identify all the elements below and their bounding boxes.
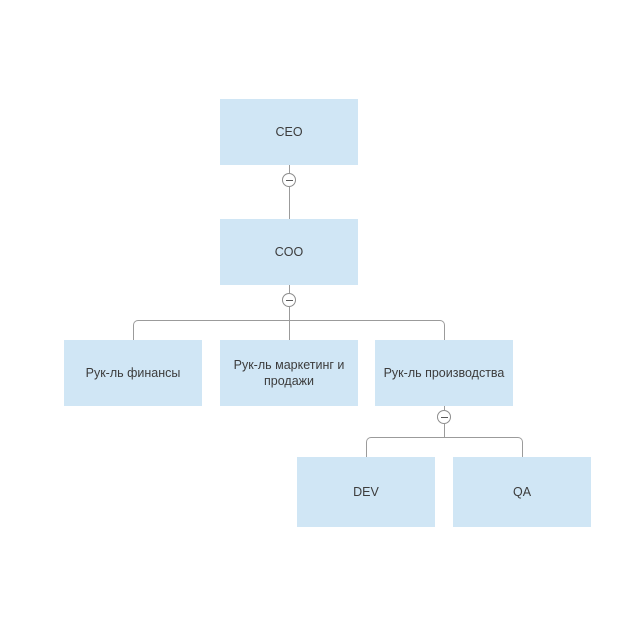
connector-branch-left-dev <box>366 437 445 457</box>
node-coo[interactable]: COO <box>220 219 358 285</box>
node-production-label: Рук-ль производства <box>383 366 505 380</box>
connector-coo-stem-upper <box>289 285 290 293</box>
minus-icon <box>440 416 448 418</box>
node-finance[interactable]: Рук-ль финансы <box>64 340 202 406</box>
connector-production-stem-upper <box>444 406 445 410</box>
connector-branch-right-qa <box>444 437 523 457</box>
node-coo-label: COO <box>274 245 304 259</box>
node-marketing-label: Рук-ль маркетинг и продажи <box>233 358 345 388</box>
node-production[interactable]: Рук-ль производства <box>375 340 513 406</box>
node-qa[interactable]: QA <box>453 457 591 527</box>
connector-branch-left-finance <box>133 320 290 341</box>
connector-branch-right-production <box>289 320 445 341</box>
collapse-icon-ceo[interactable] <box>282 173 296 187</box>
connector-ceo-to-coo-upper <box>289 165 290 173</box>
node-ceo-label: CEO <box>275 125 303 139</box>
node-finance-label: Рук-ль финансы <box>85 366 181 380</box>
connector-coo-stem-lower <box>289 307 290 320</box>
connector-branch-center-marketing <box>289 320 290 341</box>
connector-production-stem-lower <box>444 424 445 437</box>
minus-icon <box>285 299 293 301</box>
node-dev-label: DEV <box>353 485 379 499</box>
collapse-icon-coo[interactable] <box>282 293 296 307</box>
connector-ceo-to-coo-lower <box>289 187 290 219</box>
minus-icon <box>285 179 293 181</box>
node-qa-label: QA <box>512 485 532 499</box>
node-marketing[interactable]: Рук-ль маркетинг и продажи <box>220 340 358 406</box>
node-ceo[interactable]: CEO <box>220 99 358 165</box>
node-dev[interactable]: DEV <box>297 457 435 527</box>
collapse-icon-production[interactable] <box>437 410 451 424</box>
